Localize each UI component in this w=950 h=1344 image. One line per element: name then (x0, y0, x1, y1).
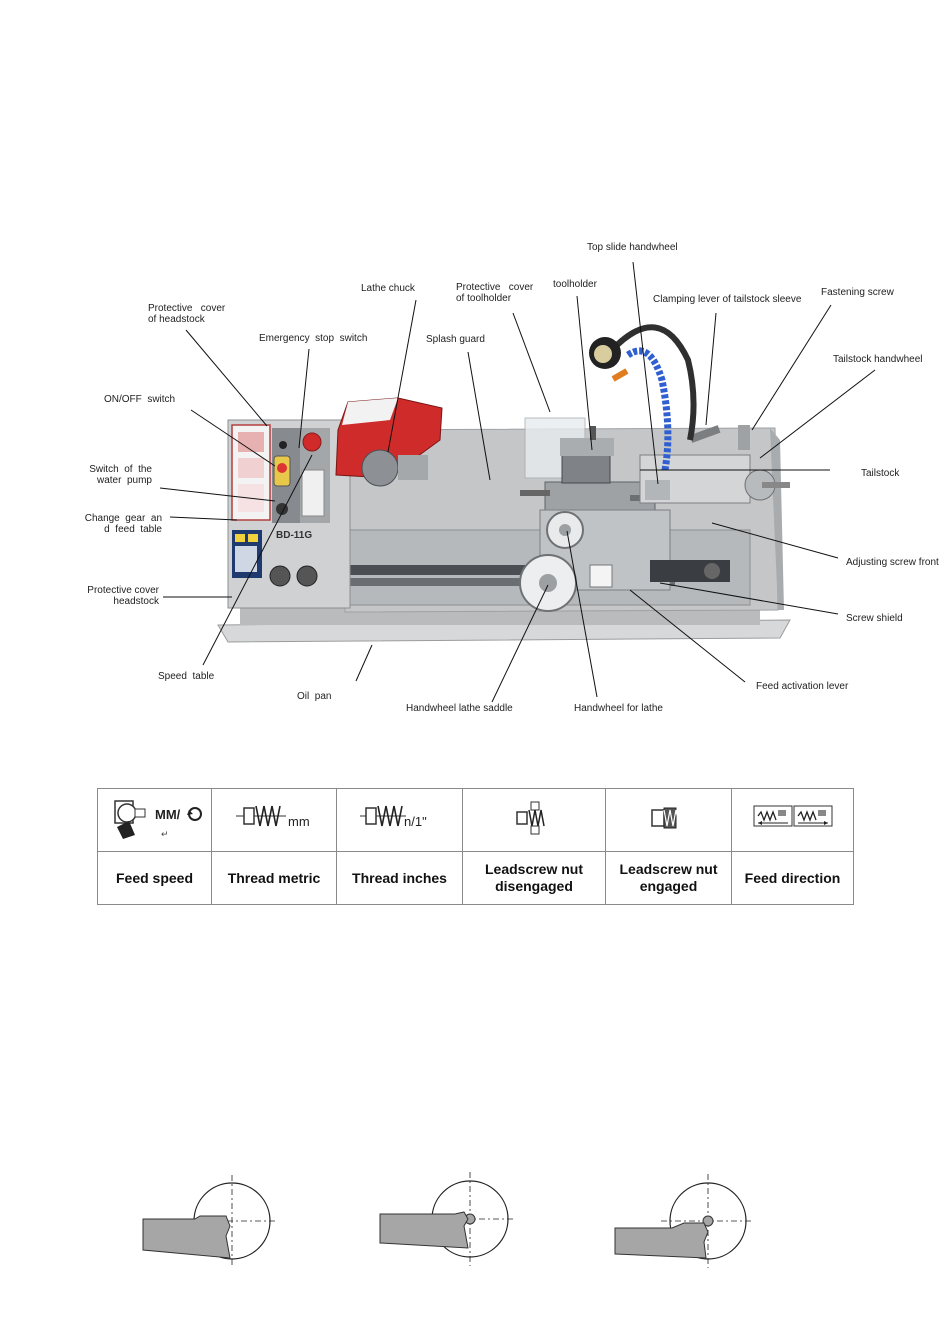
label-on-off-switch: ON/OFF switch (104, 394, 176, 405)
label-feed-activation: Feed activation lever (756, 681, 849, 692)
label-clamping-lever: Clamping lever of tailstock sleeve (653, 294, 802, 305)
header-feed-speed: Feed speed (97, 851, 212, 905)
label-handwheel-lathe: Handwheel for lathe (574, 703, 663, 714)
label-emergency-stop: Emergency stop switch (259, 333, 368, 344)
label-handwheel-saddle: Handwheel lathe saddle (406, 703, 513, 714)
label-protective-cover-toolholder: Protective cover of toolholder (456, 282, 534, 304)
header-thread-metric: Thread metric (211, 851, 337, 905)
thread-metric-icon: mm (236, 805, 310, 829)
label-lathe-chuck: Lathe chuck (361, 283, 415, 294)
callout-lines (159, 261, 876, 703)
label-splash-guard: Splash guard (426, 334, 485, 345)
thread-metric-icon-cell: mm (211, 788, 337, 852)
leadscrew-disengaged-icon (516, 801, 545, 834)
label-tailstock: Tailstock (861, 468, 900, 479)
feed-speed-icon-cell: MM/ ↵ (97, 788, 212, 852)
tool-diagram-3 (614, 1174, 754, 1268)
label-toolholder: toolholder (553, 279, 597, 290)
thread-inches-icon-text: n/1" (404, 814, 427, 829)
label-tailstock-handwheel: Tailstock handwheel (833, 354, 923, 365)
header-leadscrew-engaged: Leadscrew nut engaged (605, 851, 732, 905)
thread-inches-icon: n/1" (359, 805, 427, 829)
label-screw-shield: Screw shield (846, 613, 903, 624)
feed-direction-icon-cell (731, 788, 854, 852)
feed-speed-icon-text: MM/ (155, 807, 181, 822)
tool-diagram-1 (142, 1175, 278, 1268)
label-water-pump: Switch of the water pump (89, 464, 152, 486)
tool-diagram-2 (379, 1172, 516, 1266)
header-thread-inches: Thread inches (336, 851, 463, 905)
label-adjusting-screw: Adjusting screw front (846, 557, 939, 568)
label-oil-pan: Oil pan (297, 691, 332, 702)
leadscrew-engaged-icon (650, 807, 680, 828)
label-protective-cover-headstock-bottom: Protective cover headstock (87, 585, 159, 607)
header-feed-direction: Feed direction (731, 851, 854, 905)
label-fastening-screw: Fastening screw (821, 287, 894, 298)
label-top-slide-handwheel: Top slide handwheel (587, 242, 678, 253)
thread-metric-icon-text: mm (288, 814, 310, 829)
feed-speed-return-mark: ↵ (161, 829, 169, 839)
label-speed-table: Speed table (158, 671, 215, 682)
leadscrew-disengaged-icon-cell (462, 788, 606, 852)
symbol-table: MM/ ↵ mm n/1" (97, 788, 854, 905)
label-change-gear: Change gear an d feed table (84, 513, 162, 535)
header-leadscrew-disengaged: Leadscrew nut disengaged (462, 851, 606, 905)
feed-direction-icon (753, 805, 832, 826)
machine-model-label: BD-11G (276, 530, 313, 541)
feed-speed-icon: MM/ ↵ (113, 799, 202, 839)
label-protective-cover-headstock-top: Protective cover of headstock (148, 303, 226, 325)
lathe-machine-illustration (217, 324, 791, 643)
